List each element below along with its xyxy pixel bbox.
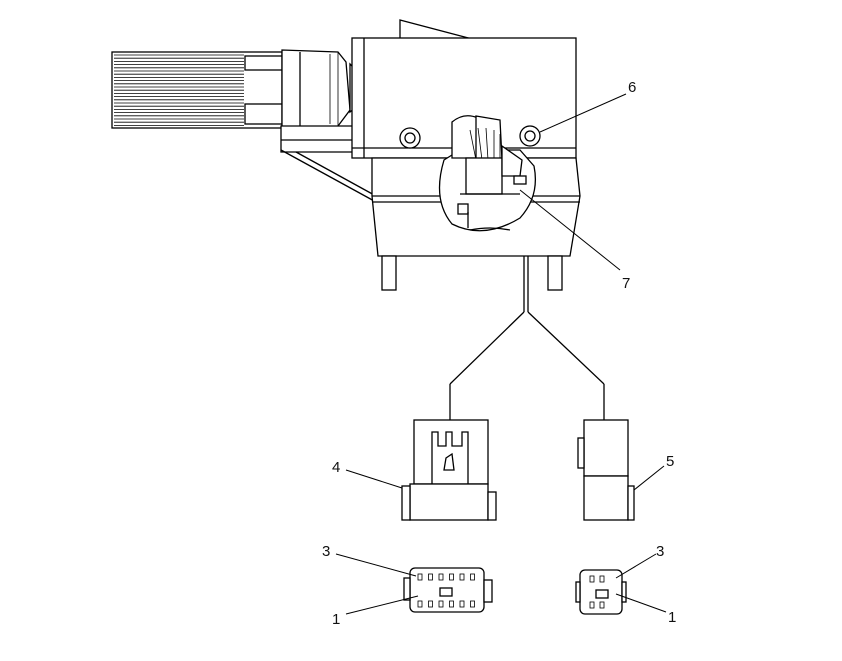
pin-right (547, 255, 563, 291)
callout-labels: 6 7 4 5 3 1 3 1 (322, 79, 676, 628)
mounting-hole-left (399, 127, 421, 149)
actuator-assembly (111, 19, 581, 291)
knurled-knob (111, 51, 283, 129)
callout-3-right: 3 (656, 543, 664, 560)
cutaway-window (438, 115, 537, 232)
callout-7: 7 (622, 275, 630, 292)
callout-4: 4 (332, 459, 340, 476)
shaft-collar (281, 49, 361, 129)
leader-lines (335, 93, 667, 615)
wire-harness (449, 256, 605, 420)
mounting-hole-right (519, 125, 541, 147)
top-tab (399, 19, 477, 41)
callout-1-left: 1 (332, 611, 340, 628)
callout-6: 6 (628, 79, 636, 96)
connector-12-pin-face (403, 567, 493, 613)
callout-5: 5 (666, 453, 674, 470)
pin-left (381, 255, 397, 291)
callout-1-right: 1 (668, 609, 676, 626)
connector-4-pin-face (575, 569, 627, 615)
callout-3-left: 3 (322, 543, 330, 560)
connector-4-pin-side (577, 419, 635, 521)
connector-12-pin-side (401, 419, 497, 521)
